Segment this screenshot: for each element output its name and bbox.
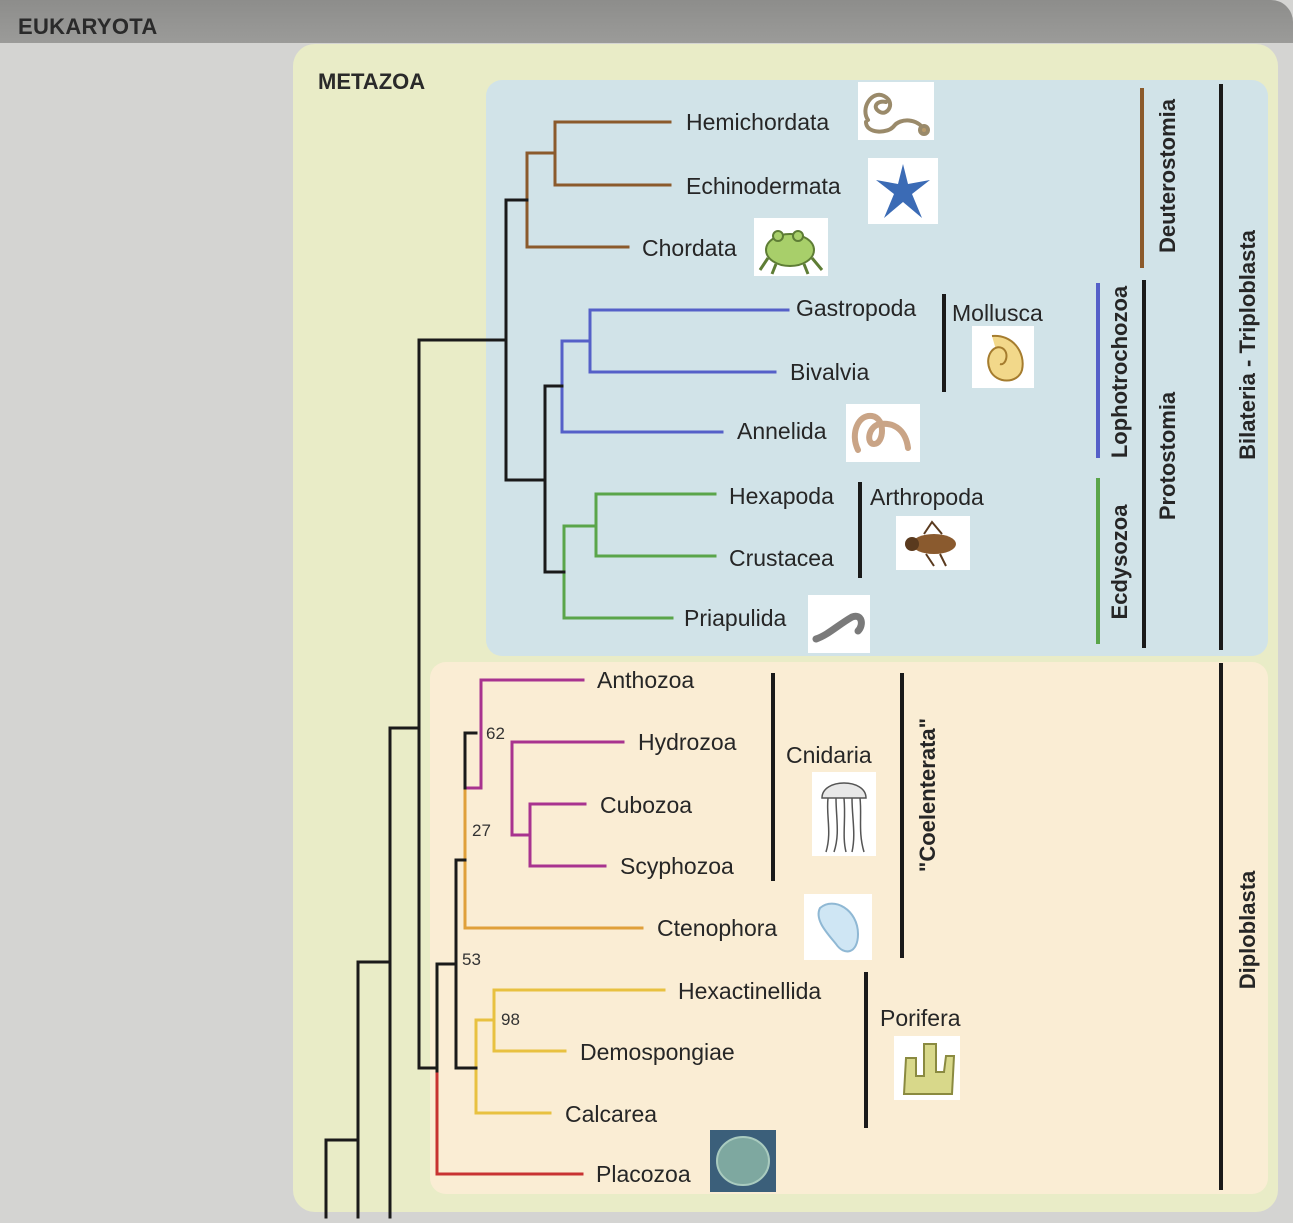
taxon-label: Hydrozoa xyxy=(638,729,737,755)
support-value: 27 xyxy=(472,821,491,840)
ecdysozoa-branches xyxy=(562,492,717,620)
deuterostomia-branches xyxy=(525,120,672,249)
group-brackets xyxy=(771,84,1223,1190)
snail-shell-icon xyxy=(972,326,1034,388)
taxon-label: Chordata xyxy=(642,235,737,261)
acorn-worm-icon xyxy=(858,82,934,140)
bilateria-label: Bilateria - Triploblasta xyxy=(1235,230,1260,460)
taxon-label: Hexapoda xyxy=(729,483,834,509)
taxon-label: Annelida xyxy=(737,418,827,444)
support-value: 53 xyxy=(462,950,481,969)
taxon-label: Hemichordata xyxy=(686,109,830,135)
jellyfish-icon xyxy=(812,772,876,856)
ctenophora-branch xyxy=(463,786,644,930)
porifera-label: Porifera xyxy=(880,1005,961,1031)
taxon-label: Bivalvia xyxy=(790,359,870,385)
lophotrochozoa-branches xyxy=(560,308,790,434)
lophotrochozoa-label: Lophotrochozoa xyxy=(1107,285,1132,459)
taxon-label: Calcarea xyxy=(565,1101,658,1127)
diploblasta-label: Diploblasta xyxy=(1235,870,1260,990)
taxon-label: Scyphozoa xyxy=(620,853,734,879)
cnidaria-label: Cnidaria xyxy=(786,742,872,768)
arthropoda-label: Arthropoda xyxy=(870,484,984,510)
sponge-icon xyxy=(894,1036,960,1100)
support-value: 62 xyxy=(486,724,505,743)
taxon-label: Gastropoda xyxy=(796,295,917,321)
frog-icon xyxy=(754,218,828,276)
protostomia-label: Protostomia xyxy=(1155,391,1180,521)
eukaryota-title: EUKARYOTA xyxy=(18,14,158,39)
taxon-label: Placozoa xyxy=(596,1161,691,1187)
porifera-branches xyxy=(474,988,666,1115)
ecdysozoa-label: Ecdysozoa xyxy=(1107,504,1132,620)
mollusca-label: Mollusca xyxy=(952,300,1043,326)
coelenterata-label: "Coelenterata" xyxy=(915,717,940,873)
taxon-label: Hexactinellida xyxy=(678,978,822,1004)
support-value: 98 xyxy=(501,1010,520,1029)
comb-jelly-icon xyxy=(804,894,872,960)
placozoan-icon xyxy=(710,1130,776,1192)
taxon-label: Demospongiae xyxy=(580,1039,735,1065)
taxon-label: Anthozoa xyxy=(597,667,695,693)
metazoa-title: METAZOA xyxy=(318,69,426,94)
priapulid-icon xyxy=(808,595,870,653)
taxon-label: Priapulida xyxy=(684,605,787,631)
taxon-label: Cubozoa xyxy=(600,792,693,818)
taxon-label: Ctenophora xyxy=(657,915,778,941)
starfish-icon xyxy=(868,158,938,224)
eukaryota-header: EUKARYOTA xyxy=(0,0,1293,43)
taxon-label: Crustacea xyxy=(729,545,834,571)
fly-icon xyxy=(896,516,970,570)
worm-icon xyxy=(846,404,920,462)
placozoa-branch xyxy=(435,1069,584,1176)
deuterostomia-label: Deuterostomia xyxy=(1155,98,1180,254)
taxon-label: Echinodermata xyxy=(686,173,841,199)
cnidaria-branches xyxy=(463,678,625,868)
backbone-branches xyxy=(324,198,566,1219)
